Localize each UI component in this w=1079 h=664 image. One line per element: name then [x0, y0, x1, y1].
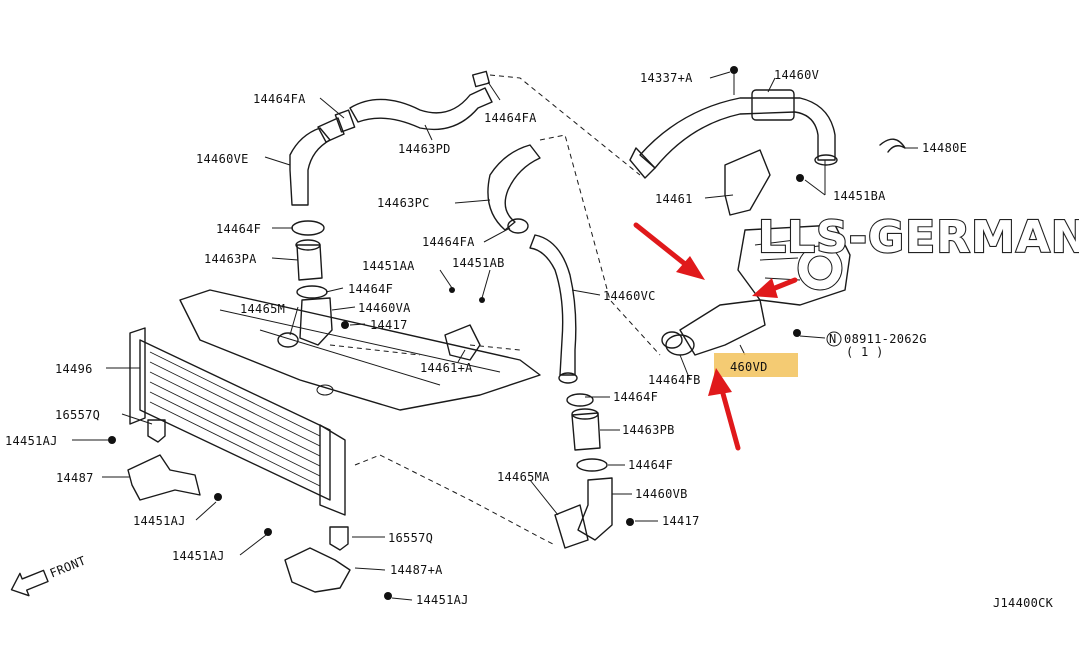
- label-14487: 14487: [56, 471, 94, 485]
- bracket-14461: [724, 149, 804, 216]
- pipe-14460vd: [661, 299, 801, 356]
- label-14464f-d: 14464F: [628, 458, 673, 472]
- label-14461: 14461: [655, 192, 693, 206]
- label-14464fb: 14464FB: [648, 373, 701, 387]
- highlight-label: 460VD: [730, 360, 768, 374]
- label-14496: 14496: [55, 362, 93, 376]
- pipe-14460va: [277, 297, 349, 348]
- label-14451ba: 14451BA: [833, 189, 886, 203]
- hose-14463pd: [334, 70, 493, 133]
- label-14464f-a: 14464F: [216, 222, 261, 236]
- label-14480e: 14480E: [922, 141, 967, 155]
- grommet-16557q-a: [147, 419, 166, 443]
- label-14463pa: 14463PA: [204, 252, 257, 266]
- hose-14460vc: [529, 234, 578, 384]
- pipe-14460vb: [554, 477, 634, 549]
- label-14465m: 14465M: [240, 302, 285, 316]
- bracket-14487a: [264, 528, 392, 600]
- label-14451aj-b: 14451AJ: [133, 514, 186, 528]
- label-14337a: 14337+A: [640, 71, 693, 85]
- hose-14460v: [629, 66, 838, 179]
- label-16557q-a: 16557Q: [55, 408, 100, 422]
- label-14463pb: 14463PB: [622, 423, 675, 437]
- label-14417-a: 14417: [370, 318, 408, 332]
- label-14451aj-c: 14451AJ: [172, 549, 225, 563]
- label-14465ma: 14465MA: [497, 470, 550, 484]
- label-nut: N 08911-2062G: [829, 332, 927, 346]
- leader-lines: [72, 71, 918, 601]
- red-arrow-bottom: [708, 368, 741, 451]
- front-indicator: FRONT: [10, 553, 88, 597]
- intercooler: [129, 289, 541, 516]
- routing-lines: [329, 74, 661, 546]
- label-14464fa-c: 14464FA: [422, 235, 475, 249]
- hose-14463pb: [571, 408, 601, 451]
- label-14451aj-d: 14451AJ: [416, 593, 469, 607]
- clip-14480e: [879, 138, 906, 153]
- label-14464f-c: 14464F: [613, 390, 658, 404]
- clamp-14464f-a: [291, 220, 325, 236]
- label-14460vb: 14460VB: [635, 487, 688, 501]
- label-14464fa-b: 14464FA: [484, 111, 537, 125]
- clamp-14464f-c: [566, 393, 594, 407]
- label-14460vc: 14460VC: [603, 289, 656, 303]
- label-14460ve: 14460VE: [196, 152, 249, 166]
- label-14463pd: 14463PD: [398, 142, 451, 156]
- label-16557q-b: 16557Q: [388, 531, 433, 545]
- clamp-14464f-d: [576, 458, 608, 472]
- red-arrow-top: [633, 222, 705, 280]
- label-14461a: 14461+A: [420, 361, 473, 375]
- hose-14460ve: [289, 117, 345, 206]
- label-nut-qty: ( 1 ): [846, 345, 884, 359]
- hose-14463pa: [295, 239, 323, 281]
- front-label: FRONT: [48, 553, 88, 580]
- highlight-box: [714, 353, 798, 377]
- part-labels: 14464FA 14464FA 14463PD 14460VE 14463PC …: [5, 68, 1054, 610]
- label-14417-b: 14417: [662, 514, 700, 528]
- label-14460v: 14460V: [774, 68, 819, 82]
- label-14464fa-a: 14464FA: [253, 92, 306, 106]
- bracket-14461a: [444, 287, 485, 361]
- grommet-16557q-b: [329, 526, 349, 551]
- clamp-14464f-b: [296, 285, 328, 299]
- diagram-code: J14400CK: [993, 596, 1054, 610]
- label-14487a: 14487+A: [390, 563, 443, 577]
- red-arrow-right: [752, 277, 798, 298]
- bracket-14487: [108, 436, 222, 501]
- label-14463pc: 14463PC: [377, 196, 430, 210]
- label-14451ab: 14451AB: [452, 256, 505, 270]
- watermark: LLS-GERMANY: [758, 212, 1079, 263]
- label-14451aa: 14451AA: [362, 259, 415, 273]
- label-14464f-b: 14464F: [348, 282, 393, 296]
- label-14451aj-a: 14451AJ: [5, 434, 58, 448]
- hose-14463pc: [487, 144, 541, 234]
- label-14460va: 14460VA: [358, 301, 411, 315]
